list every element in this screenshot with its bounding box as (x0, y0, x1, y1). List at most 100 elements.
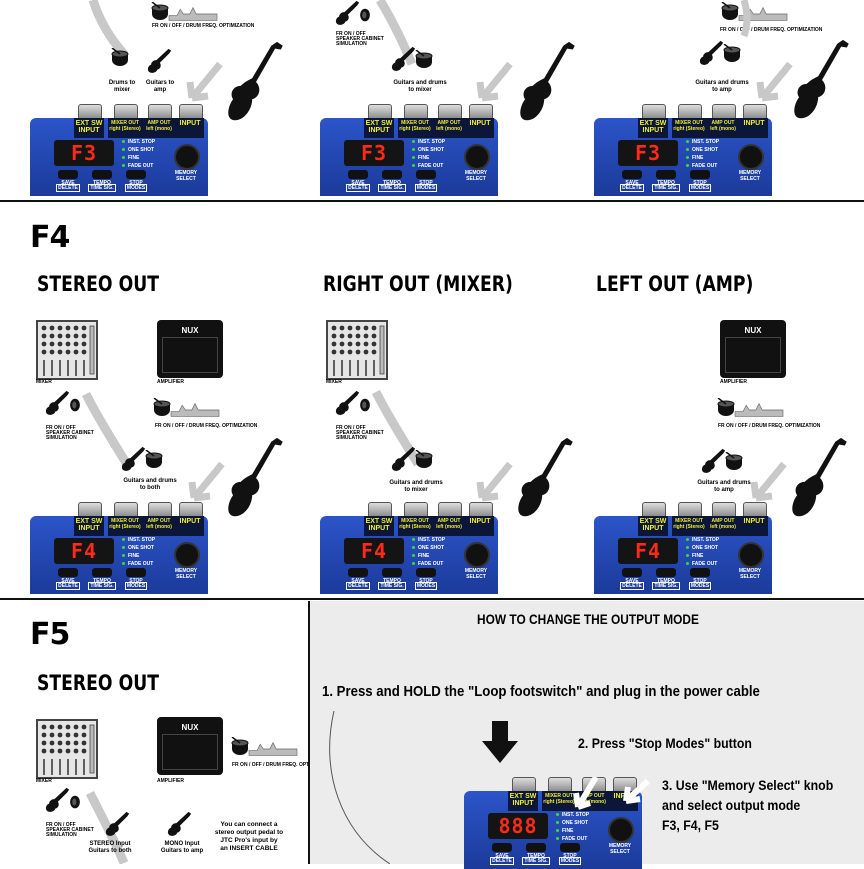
jack-label: INPUT (176, 118, 204, 138)
pedal-button[interactable] (92, 170, 112, 179)
how-to-panel: HOW TO CHANGE THE OUTPUT MODE 1. Press a… (308, 601, 864, 869)
pedal-button[interactable] (126, 170, 146, 179)
pedal-button[interactable] (526, 843, 546, 852)
amplifier-label: AMPLIFIER (157, 379, 184, 385)
led-icon (122, 164, 125, 168)
step-2-text: 2. Press "Stop Modes" button (578, 735, 752, 751)
led-display: F4 (618, 538, 678, 564)
electric-guitar-icon (794, 39, 849, 119)
mode-item: INST. STOP (412, 138, 445, 146)
pedal-button[interactable] (622, 170, 642, 179)
f5-section: F5 STEREO OUT MIXER NUX AMPLIFIER FR ON … (0, 601, 334, 864)
mode-item: INST. STOP (686, 138, 719, 146)
pedal-button[interactable] (126, 568, 146, 577)
routing-arrow-icon (85, 791, 129, 864)
led-icon (686, 156, 689, 160)
led-icon (556, 813, 559, 817)
led-icon (686, 538, 689, 542)
mixer-icon (36, 719, 98, 779)
mode-item: INST. STOP (686, 536, 719, 544)
routing-arrow-icon (376, 0, 417, 66)
mode-item: FINE (412, 552, 445, 560)
pedal-button[interactable] (58, 568, 78, 577)
led-icon (686, 554, 689, 558)
mode-item: FINE (122, 552, 155, 560)
step-1-text: 1. Press and HOLD the "Loop footswitch" … (322, 683, 760, 700)
mixer-label: MIXER (36, 778, 52, 784)
guitar-drum-icon (121, 446, 163, 471)
pedal-button[interactable] (622, 568, 642, 577)
pedal-button[interactable] (416, 568, 436, 577)
mode-item: ONE SHOT (412, 544, 445, 552)
led-display: F3 (344, 140, 404, 166)
f4-heading-right: RIGHT OUT (MIXER) (323, 272, 513, 296)
drum-icon (153, 398, 220, 417)
guitar-small-icon (147, 48, 172, 73)
memory-select-knob[interactable] (464, 542, 490, 568)
memory-select-knob[interactable] (174, 144, 200, 170)
mode-item: INST. STOP (556, 811, 589, 819)
memory-select-knob[interactable] (464, 144, 490, 170)
jack-label: INPUT (176, 516, 204, 536)
memory-select-knob[interactable] (738, 144, 764, 170)
pedal-button[interactable] (58, 170, 78, 179)
guitar-drum-icon (391, 46, 433, 71)
routing-arrow-icon (750, 461, 787, 502)
mode-item: ONE SHOT (556, 819, 589, 827)
pedal-button[interactable] (690, 568, 710, 577)
pedal-button[interactable] (382, 568, 402, 577)
electric-guitar-icon (792, 437, 847, 517)
pedal-button[interactable] (92, 568, 112, 577)
guitar-small-icon (167, 811, 192, 836)
pedal-button[interactable] (690, 170, 710, 179)
fr-label: FR ON / OFF / DRUM FREQ. OPTIMIZATION (718, 423, 821, 429)
pedal-button[interactable] (348, 170, 368, 179)
led-icon (412, 156, 415, 160)
memory-select-knob[interactable] (174, 542, 200, 568)
pedal-button[interactable] (382, 170, 402, 179)
memory-select-knob[interactable] (738, 542, 764, 568)
pedal-button[interactable] (416, 170, 436, 179)
routing-arrow-icon (81, 392, 132, 469)
led-icon (412, 562, 415, 566)
pedal-button[interactable] (492, 843, 512, 852)
pedal-button[interactable] (656, 568, 676, 577)
pedal-button[interactable] (656, 170, 676, 179)
f3-panel-amp: FR ON / OFF / DRUM FREQ. OPTIMIZATION Gu… (570, 0, 860, 200)
led-icon (556, 829, 559, 833)
mode-item: INST. STOP (122, 536, 155, 544)
mode-item: FADE OUT (556, 835, 589, 843)
section-divider (0, 200, 864, 202)
pedal-button[interactable] (348, 568, 368, 577)
f3-panel-stereo: FR ON / OFF / DRUM FREQ. OPTIMIZATION Dr… (0, 0, 290, 200)
how-to-title: HOW TO CHANGE THE OUTPUT MODE (477, 611, 699, 627)
mode-item: ONE SHOT (122, 146, 155, 154)
mode-item: FADE OUT (122, 162, 155, 170)
memory-select-knob[interactable] (608, 817, 634, 843)
pedal-button[interactable] (560, 843, 580, 852)
led-icon (556, 837, 559, 841)
mode-item: ONE SHOT (686, 146, 719, 154)
